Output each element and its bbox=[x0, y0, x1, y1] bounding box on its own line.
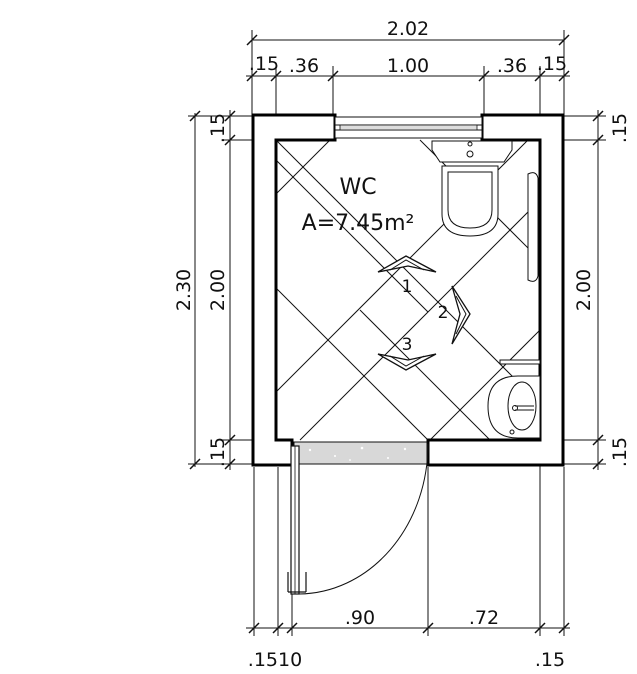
dim-top-left-pier: .36 bbox=[289, 55, 319, 77]
view-marker-2: 2 bbox=[438, 285, 471, 345]
door-threshold bbox=[293, 441, 428, 465]
view-marker-3-label: 3 bbox=[402, 335, 413, 355]
dim-right-wall-bottom: .15 bbox=[609, 437, 631, 467]
dim-right-wall-top: .15 bbox=[609, 113, 631, 143]
dimension-ticks bbox=[189, 34, 604, 634]
dim-right-inner: 2.00 bbox=[573, 269, 595, 311]
sink bbox=[487, 359, 541, 439]
dim-left-inner: 2.00 bbox=[207, 269, 229, 311]
room-area: A=7.45m² bbox=[302, 211, 415, 236]
view-marker-2-label: 2 bbox=[438, 303, 449, 323]
room-name: WC bbox=[339, 175, 376, 200]
dim-top-wall-right: .15 bbox=[537, 53, 567, 75]
dim-left-wall-top: .15 bbox=[207, 113, 229, 143]
dim-bottom-door: .90 bbox=[345, 607, 375, 629]
view-marker-1-label: 1 bbox=[402, 277, 413, 297]
dim-left-wall-bottom: .15 bbox=[207, 437, 229, 467]
door bbox=[287, 443, 429, 595]
dim-left-total: 2.30 bbox=[173, 269, 195, 311]
dim-top-total: 2.02 bbox=[387, 18, 429, 40]
window bbox=[334, 116, 483, 139]
wall-fixture bbox=[527, 172, 539, 282]
dim-bottom-right-label: .15 bbox=[535, 649, 565, 671]
wall-outline bbox=[251, 113, 337, 467]
dim-top-wall-left: .15 bbox=[249, 53, 279, 75]
dim-top-window: 1.00 bbox=[387, 55, 429, 77]
dimension-lines bbox=[188, 30, 606, 636]
toilet bbox=[431, 140, 513, 237]
dim-bottom-left-label: .1510 bbox=[248, 649, 302, 671]
door-swing-arc bbox=[298, 443, 429, 595]
view-marker-1: 1 bbox=[377, 255, 437, 297]
dim-bottom-pier: .72 bbox=[469, 607, 499, 629]
dim-top-right-pier: .36 bbox=[497, 55, 527, 77]
view-marker-3: 3 bbox=[377, 335, 437, 371]
